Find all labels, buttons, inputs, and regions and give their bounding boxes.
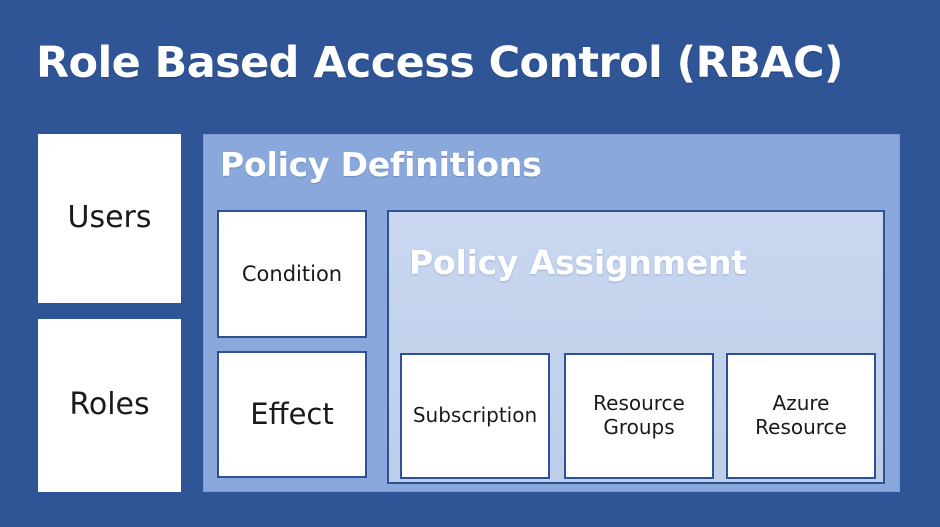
card-condition-label: Condition: [241, 261, 343, 286]
card-condition[interactable]: Condition: [217, 210, 367, 338]
page-title: Role Based Access Control (RBAC): [36, 38, 844, 88]
card-roles-label: Roles: [69, 387, 150, 423]
card-subscription[interactable]: Subscription: [400, 353, 550, 479]
card-effect-label: Effect: [250, 397, 334, 432]
card-roles[interactable]: Roles: [38, 319, 181, 492]
panel-policy-definitions[interactable]: Policy Definitions Condition Effect Poli…: [203, 134, 900, 492]
card-users[interactable]: Users: [38, 134, 181, 303]
policy-definitions-heading: Policy Definitions: [220, 145, 542, 184]
card-effect[interactable]: Effect: [217, 351, 367, 478]
policy-assignment-heading: Policy Assignment: [409, 243, 747, 282]
card-users-label: Users: [67, 200, 152, 236]
card-subscription-label: Subscription: [412, 403, 538, 428]
